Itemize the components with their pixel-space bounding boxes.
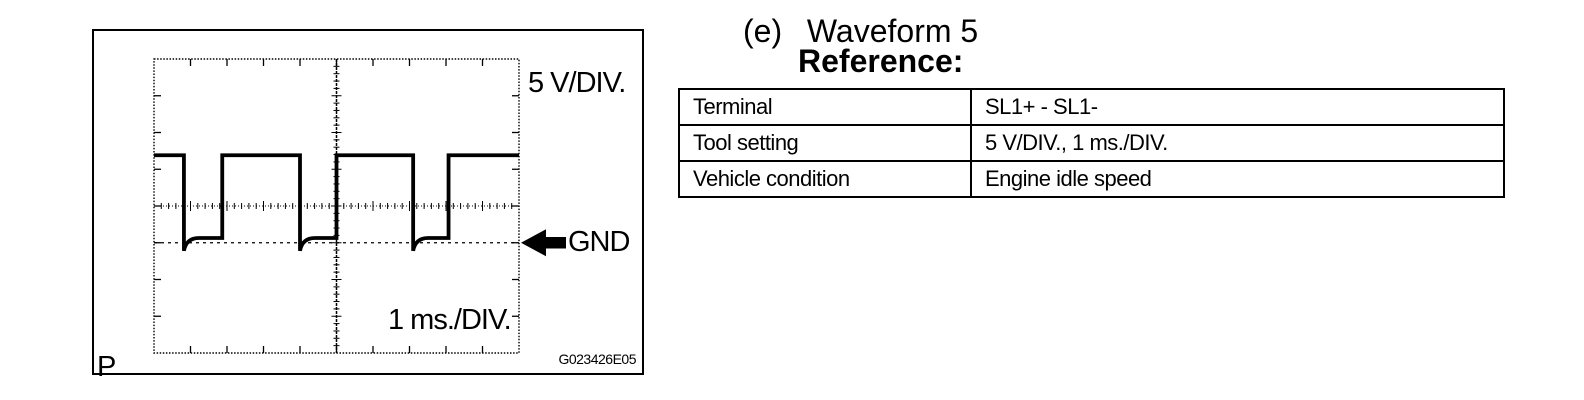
oscilloscope-figure: 5 V/DIV. 1 ms./DIV. GND P G023426E05: [92, 29, 644, 382]
row-value: Engine idle speed: [970, 160, 1505, 198]
table-row-terminal: Terminal SL1+ - SL1-: [678, 88, 1505, 126]
oscilloscope-screen: [153, 58, 566, 354]
page-corner-label: P: [97, 351, 117, 383]
volts-per-div-label: 5 V/DIV.: [528, 67, 626, 99]
gnd-arrow-icon: [521, 229, 566, 257]
row-label: Tool setting: [678, 124, 972, 162]
figure-code: G023426E05: [558, 351, 636, 367]
list-item-index: (e): [743, 13, 783, 49]
reference-subheading: Reference:: [798, 43, 964, 79]
row-value: SL1+ - SL1-: [970, 88, 1505, 126]
reference-table: Terminal SL1+ - SL1- Tool setting 5 V/DI…: [678, 88, 1505, 198]
table-row-tool-setting: Tool setting 5 V/DIV., 1 ms./DIV.: [678, 124, 1505, 162]
row-label: Vehicle condition: [678, 160, 972, 198]
row-value: 5 V/DIV., 1 ms./DIV.: [970, 124, 1505, 162]
gnd-label: GND: [568, 226, 630, 258]
time-per-div-label: 1 ms./DIV.: [388, 304, 512, 336]
heading-title: Waveform 5: [806, 13, 979, 49]
row-label: Terminal: [678, 88, 972, 126]
waveform-trace: [154, 153, 519, 252]
section-heading: (e) Waveform 5: [743, 15, 978, 47]
table-row-vehicle-condition: Vehicle condition Engine idle speed: [678, 160, 1505, 198]
